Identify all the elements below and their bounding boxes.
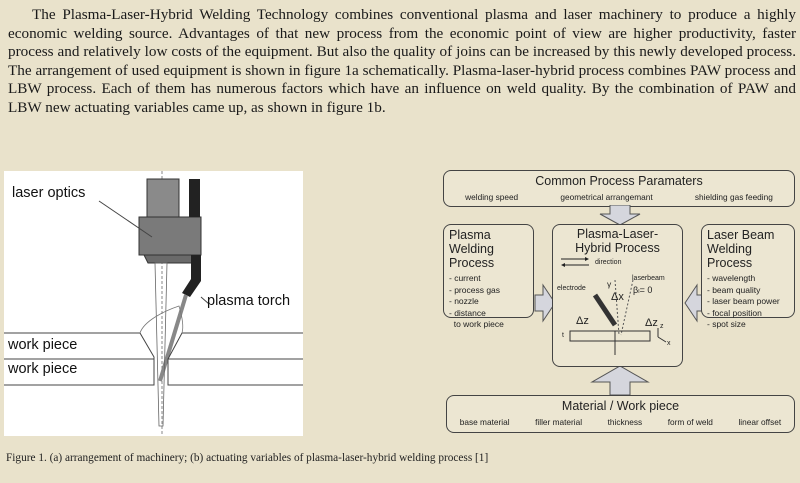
t-label: t (562, 332, 564, 339)
dx-label: Δx (611, 291, 624, 303)
hybrid-title: Plasma-Laser-Hybrid Process (575, 227, 660, 255)
laser-item: - beam quality (707, 284, 761, 295)
common-item: geometrical arrangemant (560, 192, 653, 202)
common-item: shielding gas feeding (694, 192, 773, 202)
material-item: base material (459, 417, 510, 427)
dz2-label: Δz (645, 317, 658, 329)
label-work-piece-top: work piece (8, 337, 78, 353)
beta-label: βₗ= 0 (633, 285, 653, 295)
plasma-welding-box: Plasma Welding Process - current - proce… (443, 224, 534, 329)
gamma-label: γ (607, 279, 612, 289)
figure-caption: Figure 1. (a) arrangement of machinery; … (6, 452, 489, 464)
arrows (534, 205, 706, 396)
plasma-item: - distance (449, 307, 486, 318)
common-parameters-box: Common Process Paramaters welding speed … (443, 170, 795, 207)
laserbeam-label: laserbeam (632, 275, 665, 282)
z-axis-label: z (660, 323, 664, 330)
laser-item: - wavelength (707, 273, 756, 283)
plasma-item: - nozzle (449, 296, 479, 306)
laser-item: - focal position (707, 307, 762, 318)
common-item: welding speed (465, 192, 519, 202)
label-plasma-torch: plasma torch (207, 293, 291, 309)
laser-item: - laser beam power (707, 296, 780, 306)
label-laser-optics: laser optics (12, 185, 86, 201)
plasma-item: - current (449, 273, 481, 283)
laser-item: - spot size (707, 319, 746, 329)
laser-beam-welding-box: Laser Beam Welding Process - wavelength … (701, 224, 795, 329)
laser-title: Laser Beam Welding Process (707, 228, 775, 270)
material-item: form of weld (667, 417, 713, 427)
hybrid-process-box: Plasma-Laser-Hybrid Process direction el… (552, 224, 683, 367)
figure-1a: laser optics plasma torch work piece wor… (4, 171, 303, 436)
label-work-piece-bottom: work piece (8, 361, 78, 377)
material-title: Material / Work piece (561, 399, 680, 413)
electrode-label: electrode (557, 285, 586, 292)
machinery-drawing (4, 171, 303, 436)
dz1-label: Δz (576, 315, 589, 327)
body-paragraph: The Plasma-Laser-Hybrid Welding Technolo… (8, 6, 796, 116)
direction-label: direction (595, 259, 622, 266)
common-title: Common Process Paramaters (535, 174, 703, 188)
plasma-item: - process gas (449, 284, 501, 295)
hybrid-diagram (561, 257, 667, 355)
plasma-title: Plasma Welding Process (449, 228, 495, 270)
material-box: Material / Work piece base material fill… (446, 395, 795, 433)
plasma-item: to work piece (449, 319, 504, 329)
material-item: thickness (607, 417, 643, 427)
material-item: linear offset (738, 417, 782, 427)
x-axis-label: x (667, 340, 671, 347)
material-item: filler material (535, 417, 583, 427)
